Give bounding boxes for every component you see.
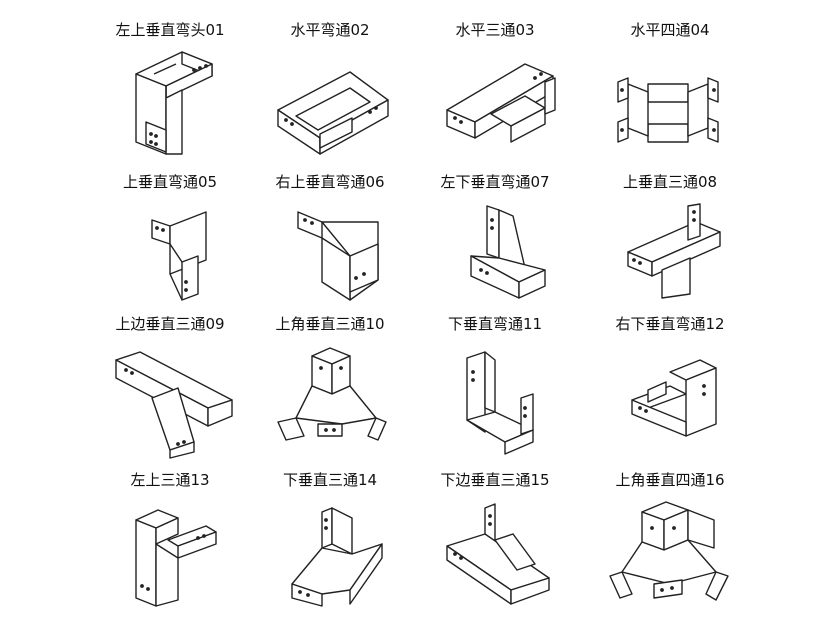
fitting-illustration: [70, 338, 270, 462]
fitting-16: 上角垂直四通16: [570, 470, 770, 620]
fitting-11: 下垂直弯通11: [395, 314, 595, 464]
fitting-06: 右上垂直弯通06: [230, 172, 430, 322]
fitting-15: 下边垂直三通15: [395, 470, 595, 620]
fitting-label: 下垂直三通14: [282, 471, 378, 489]
fitting-12: 右下垂直弯通12: [570, 314, 770, 464]
fitting-label: 下垂直弯通11: [447, 315, 543, 333]
fitting-illustration: [70, 44, 270, 168]
fitting-illustration: [395, 494, 595, 618]
fitting-illustration: [230, 196, 430, 320]
fitting-illustration: [70, 196, 270, 320]
fitting-label: 上角垂直三通10: [275, 315, 385, 333]
fitting-illustration: [395, 196, 595, 320]
fitting-label: 右下垂直弯通12: [615, 315, 725, 333]
fitting-09: 上边垂直三通09: [70, 314, 270, 464]
fitting-label: 水平四通04: [630, 21, 710, 39]
fitting-illustration: [570, 494, 770, 618]
fitting-illustration: [230, 338, 430, 462]
fitting-01: 左上垂直弯头01: [70, 20, 270, 170]
fitting-14: 下垂直三通14: [230, 470, 430, 620]
fitting-label: 水平三通03: [455, 21, 535, 39]
cable-tray-fittings-grid: 左上垂直弯头01 水平弯通02: [70, 20, 770, 607]
fitting-illustration: [395, 44, 595, 168]
fitting-05: 上垂直弯通05: [70, 172, 270, 322]
fitting-illustration: [570, 44, 770, 168]
fitting-illustration: [70, 494, 270, 618]
fitting-label: 上角垂直四通16: [615, 471, 725, 489]
fitting-label: 水平弯通02: [290, 21, 370, 39]
fitting-label: 上垂直弯通05: [122, 173, 218, 191]
fitting-10: 上角垂直三通10: [230, 314, 430, 464]
fitting-label: 下边垂直三通15: [440, 471, 550, 489]
fitting-07: 左下垂直弯通07: [395, 172, 595, 322]
fitting-illustration: [230, 494, 430, 618]
fitting-illustration: [395, 338, 595, 462]
fitting-label: 左上垂直弯头01: [115, 21, 225, 39]
fitting-03: 水平三通03: [395, 20, 595, 170]
fitting-02: 水平弯通02: [230, 20, 430, 170]
fitting-04: 水平四通04: [570, 20, 770, 170]
fitting-label: 右上垂直弯通06: [275, 173, 385, 191]
fitting-illustration: [570, 196, 770, 320]
fitting-illustration: [230, 44, 430, 168]
fitting-label: 左上三通13: [130, 471, 210, 489]
fitting-08: 上垂直三通08: [570, 172, 770, 322]
fitting-13: 左上三通13: [70, 470, 270, 620]
fitting-label: 上边垂直三通09: [115, 315, 225, 333]
fitting-illustration: [570, 338, 770, 462]
fitting-label: 左下垂直弯通07: [440, 173, 550, 191]
fitting-label: 上垂直三通08: [622, 173, 718, 191]
